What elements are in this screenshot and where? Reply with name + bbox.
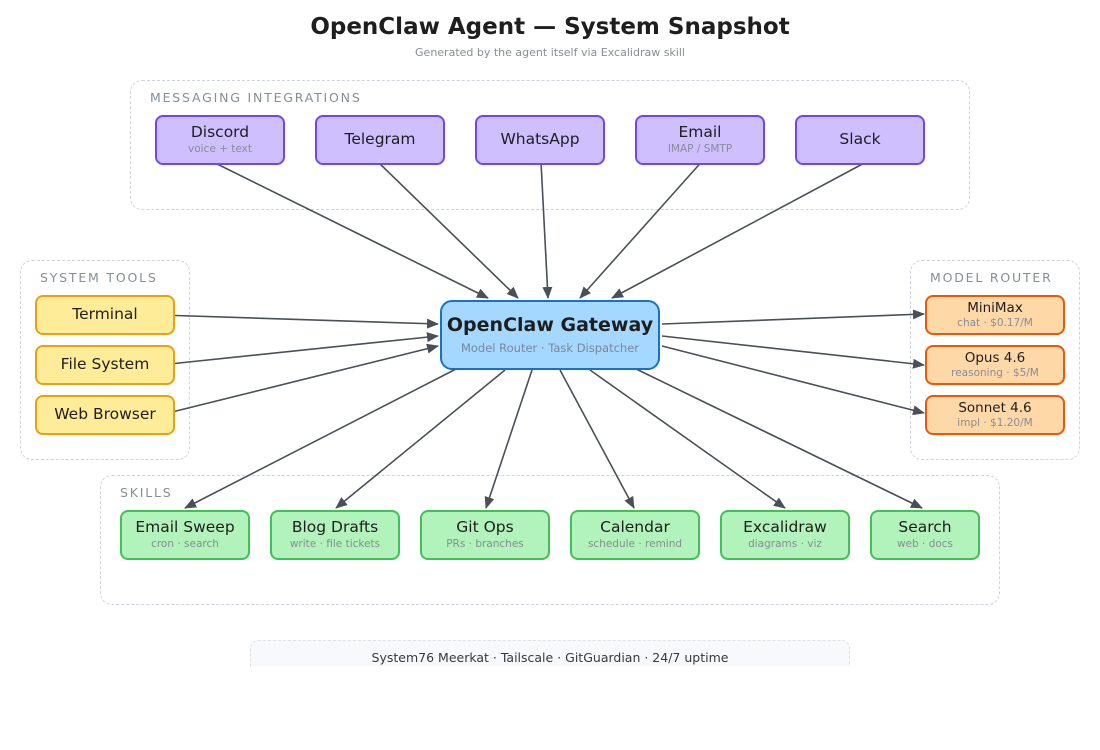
model-router-group: MODEL ROUTER [910,260,1080,460]
gateway-title: OpenClaw Gateway [446,313,654,336]
arrow-gateway-to-minimax [661,309,925,325]
node-opus-subtitle: reasoning · $5/M [951,366,1039,379]
node-minimax[interactable]: MiniMax chat · $0.17/M [925,295,1065,335]
node-whatsapp-title: WhatsApp [500,130,580,149]
arrow-filesystem-to-gateway [159,332,439,366]
diagram-subtitle: Generated by the agent itself via Excali… [415,46,685,59]
arrow-gateway-to-emailsweep [184,367,459,509]
node-excalidraw-subtitle: diagrams · viz [748,537,822,550]
node-search-subtitle: web · docs [896,537,954,550]
node-email[interactable]: Email IMAP / SMTP [635,115,765,165]
node-calendar[interactable]: Calendar schedule · remind [570,510,700,560]
group-label-model-router: MODEL ROUTER [930,270,1053,285]
node-git-ops-title: Git Ops [456,518,514,537]
node-telegram-title: Telegram [344,130,416,149]
node-email-title: Email [678,123,722,142]
arrow-gateway-to-search [629,365,923,509]
group-label-messaging: MESSAGING INTEGRATIONS [150,90,362,105]
node-discord[interactable]: Discord voice + text [155,115,285,165]
node-git-ops-subtitle: PRs · branches [446,537,524,550]
node-excalidraw-title: Excalidraw [743,518,827,537]
arrow-telegram-to-gateway [377,161,519,299]
node-terminal-title: Terminal [72,305,138,324]
node-file-system-title: File System [60,355,150,374]
diagram-title: OpenClaw Agent — System Snapshot [310,14,790,40]
group-label-skills: SKILLS [120,485,173,500]
node-file-system[interactable]: File System [35,345,175,385]
node-opus[interactable]: Opus 4.6 reasoning · $5/M [925,345,1065,385]
node-blog-drafts-title: Blog Drafts [291,518,379,537]
node-discord-subtitle: voice + text [188,142,252,155]
node-minimax-title: MiniMax [967,299,1023,316]
node-calendar-title: Calendar [600,518,670,537]
arrow-gateway-to-excalidraw [589,369,786,509]
arrow-gateway-to-calendar [559,369,635,509]
node-opus-title: Opus 4.6 [964,349,1026,366]
arrow-terminal-to-gateway [159,314,439,329]
node-web-browser[interactable]: Web Browser [35,395,175,435]
node-search-title: Search [898,518,952,537]
node-openclaw-gateway[interactable]: OpenClaw Gateway Model Router · Task Dis… [440,300,660,370]
node-terminal[interactable]: Terminal [35,295,175,335]
skills-group: SKILLS [100,475,1000,605]
node-telegram[interactable]: Telegram [315,115,445,165]
arrow-gateway-to-blogdrafts [335,369,506,509]
node-email-sweep[interactable]: Email Sweep cron · search [120,510,250,560]
node-sonnet-title: Sonnet 4.6 [958,399,1032,416]
arrow-gateway-to-opus [661,335,925,369]
node-web-browser-title: Web Browser [54,405,156,424]
node-email-sweep-subtitle: cron · search [151,537,219,550]
node-slack[interactable]: Slack [795,115,925,165]
arrow-whatsapp-to-gateway [540,161,553,299]
group-label-system-tools: SYSTEM TOOLS [40,270,158,285]
node-slack-title: Slack [839,130,881,149]
arrow-slack-to-gateway [611,159,871,299]
gateway-subtitle: Model Router · Task Dispatcher [460,341,640,356]
node-minimax-subtitle: chat · $0.17/M [957,316,1033,329]
node-discord-title: Discord [190,123,250,142]
arrow-gateway-to-sonnet [661,345,925,416]
arrow-webbrowser-to-gateway [159,343,439,416]
node-blog-drafts-subtitle: write · file tickets [289,537,381,550]
node-email-subtitle: IMAP / SMTP [667,142,733,155]
node-sonnet[interactable]: Sonnet 4.6 impl · $1.20/M [925,395,1065,435]
system-tools-group: SYSTEM TOOLS [20,260,190,460]
arrow-email-to-gateway [579,157,706,299]
node-blog-drafts[interactable]: Blog Drafts write · file tickets [270,510,400,560]
footer-infrastructure-note: System76 Meerkat · Tailscale · GitGuardi… [250,640,850,666]
arrow-gateway-to-gitops [484,369,533,509]
node-git-ops[interactable]: Git Ops PRs · branches [420,510,550,560]
node-excalidraw[interactable]: Excalidraw diagrams · viz [720,510,850,560]
messaging-integrations-group: MESSAGING INTEGRATIONS [130,80,970,210]
arrow-discord-to-gateway [204,157,489,299]
node-email-sweep-title: Email Sweep [135,518,235,537]
node-search[interactable]: Search web · docs [870,510,980,560]
node-whatsapp[interactable]: WhatsApp [475,115,605,165]
node-calendar-subtitle: schedule · remind [587,537,683,550]
node-sonnet-subtitle: impl · $1.20/M [957,416,1033,429]
